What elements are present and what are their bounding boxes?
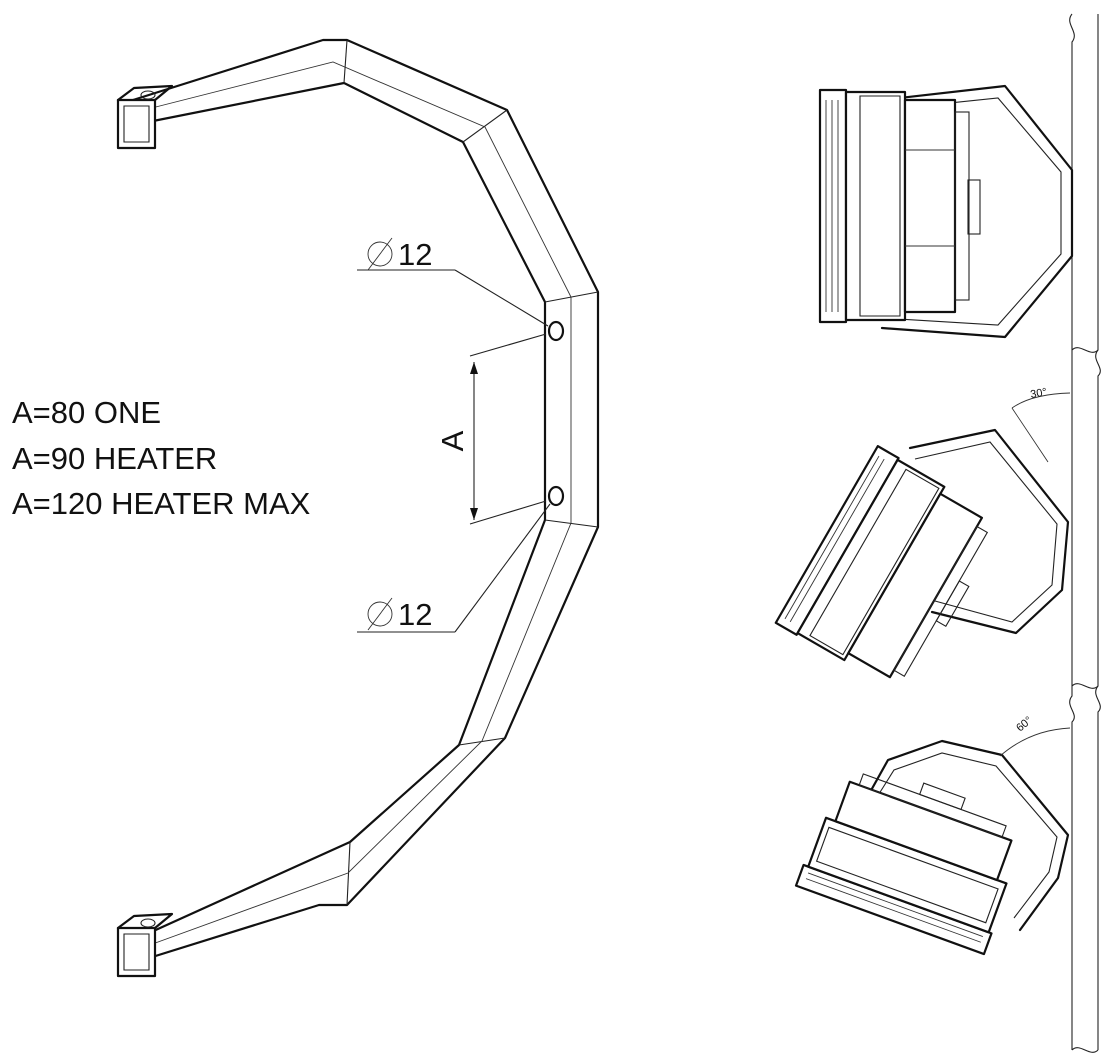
- hole-callout-upper: 12: [357, 237, 549, 327]
- wall-section: [1069, 13, 1101, 1053]
- bracket-frame: [131, 38, 600, 965]
- heater-view-straight: [818, 84, 1074, 339]
- hole-callout-lower-value: 12: [398, 597, 432, 632]
- mounting-hole-upper: [547, 320, 565, 342]
- tube-end-upper: [116, 84, 174, 150]
- heater-view-30deg: 30°: [774, 386, 1071, 679]
- angle-label-60: 60°: [1014, 714, 1034, 734]
- angle-label-30: 30°: [1029, 386, 1047, 401]
- spec-line: A=90 HEATER: [12, 441, 217, 476]
- diameter-symbol-icon: [367, 237, 393, 271]
- tube-end-lower: [116, 912, 174, 978]
- spec-block: A=80 ONE A=90 HEATER A=120 HEATER MAX: [12, 395, 311, 521]
- tube-bolt-hole-lower: [140, 918, 156, 928]
- spec-line: A=120 HEATER MAX: [12, 486, 311, 521]
- tube-bolt-hole-upper: [140, 90, 156, 100]
- dimension-a-label: A: [435, 430, 470, 451]
- spec-line: A=80 ONE: [12, 395, 161, 430]
- heater-view-60deg: 60°: [794, 714, 1071, 956]
- diameter-symbol-icon: [367, 597, 393, 631]
- dimension-a: A: [435, 333, 547, 525]
- hole-callout-upper-value: 12: [398, 237, 432, 272]
- hole-callout-lower: 12: [357, 503, 551, 633]
- mounting-hole-lower: [547, 485, 565, 507]
